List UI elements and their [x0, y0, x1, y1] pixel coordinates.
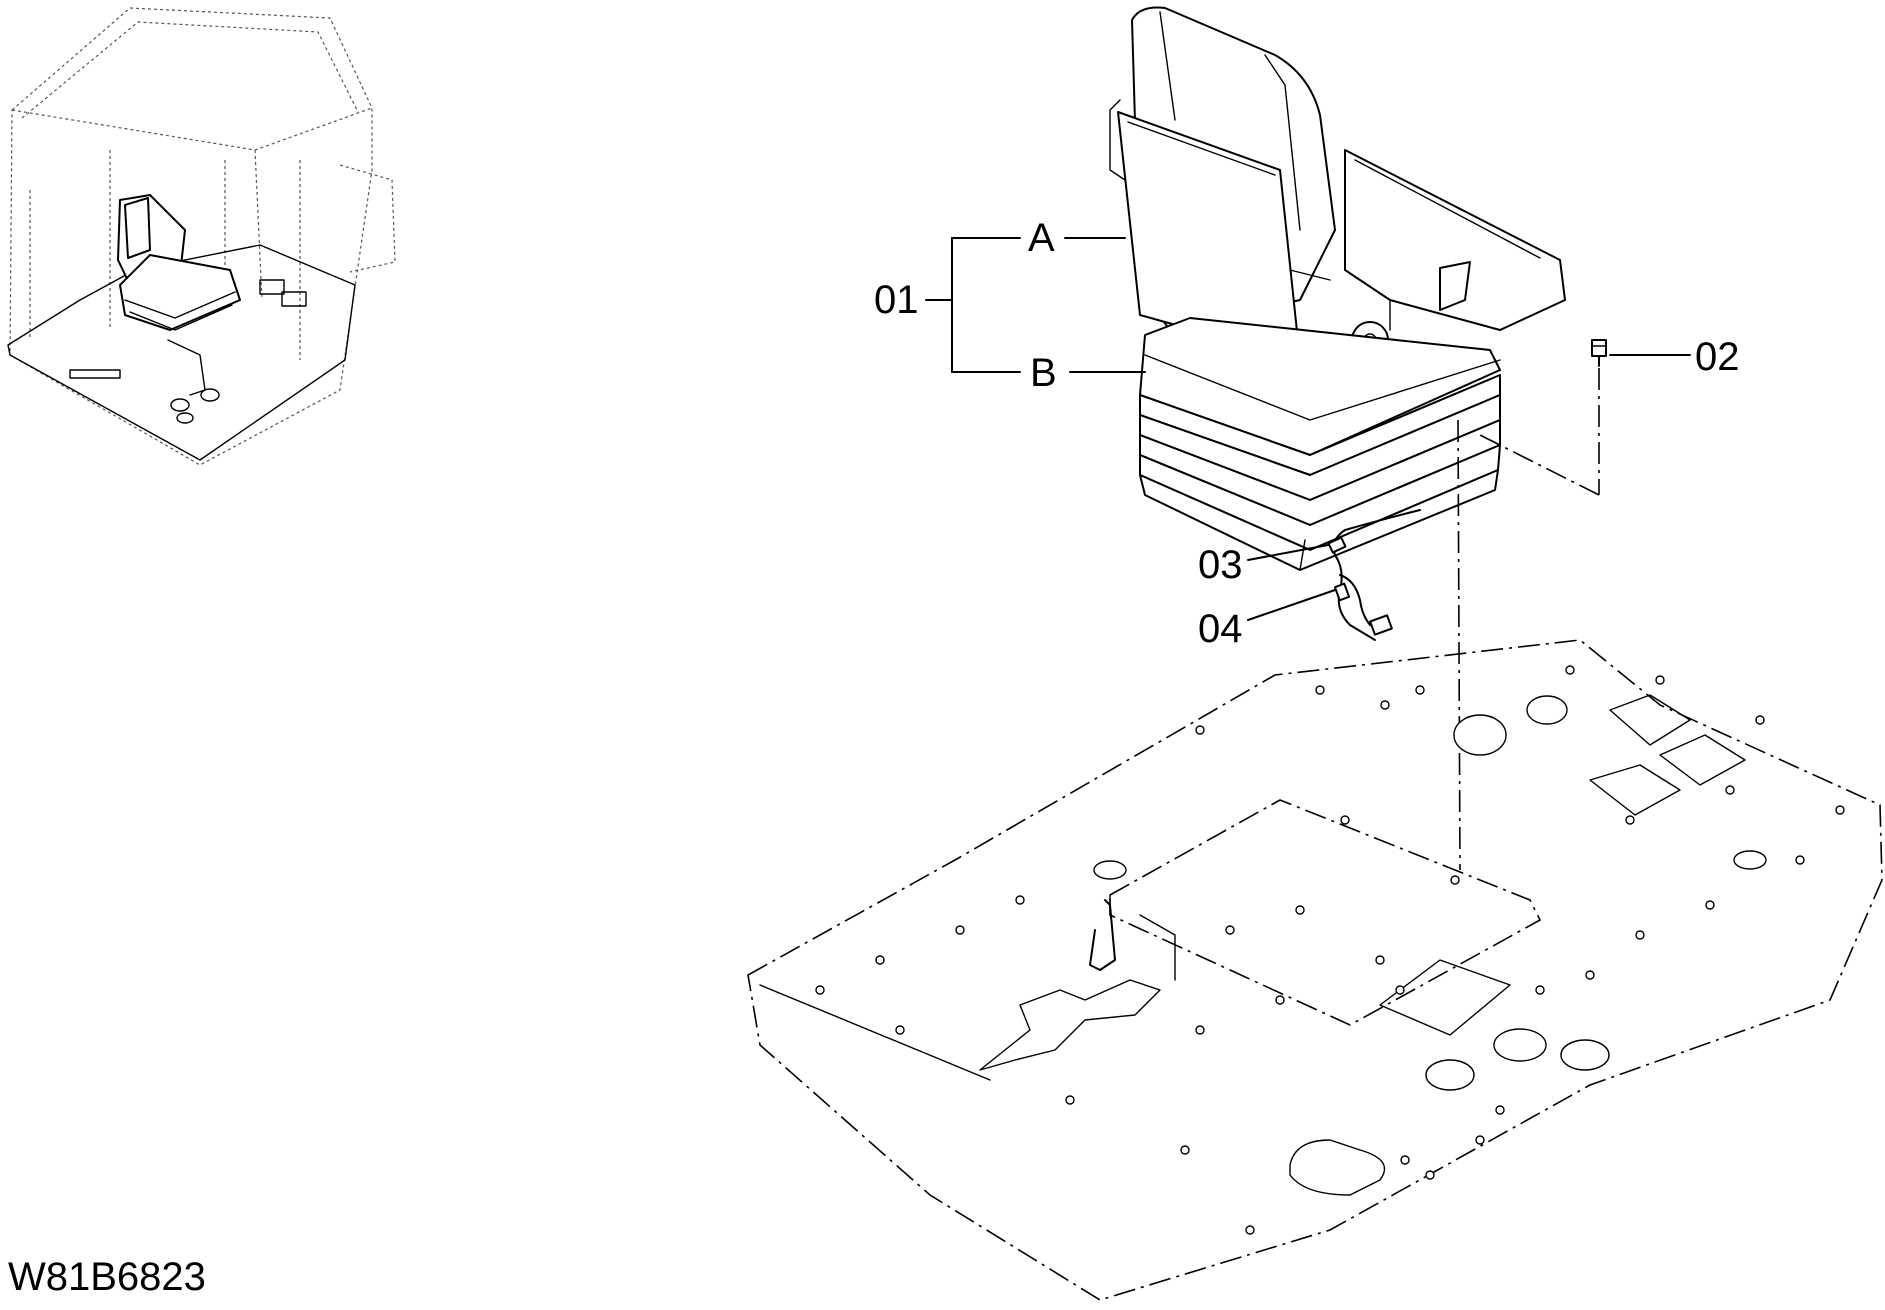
floor-plate	[747, 639, 1883, 1301]
assembly-lines	[1457, 368, 1600, 871]
drawing-number: W81B6823	[8, 1255, 206, 1299]
callout-B: B	[1030, 351, 1057, 395]
mounting-holes	[815, 665, 1845, 1235]
callout-02: 02	[1695, 335, 1740, 379]
callout-01: 01	[874, 278, 919, 322]
operator-seat-assembly	[1109, 6, 1566, 641]
bolt-02	[1591, 339, 1607, 367]
callout-03: 03	[1198, 543, 1243, 587]
leader-lines	[925, 237, 1691, 621]
cab-overview-inset	[7, 7, 396, 466]
callout-A: A	[1028, 216, 1055, 260]
callout-04: 04	[1198, 607, 1243, 651]
